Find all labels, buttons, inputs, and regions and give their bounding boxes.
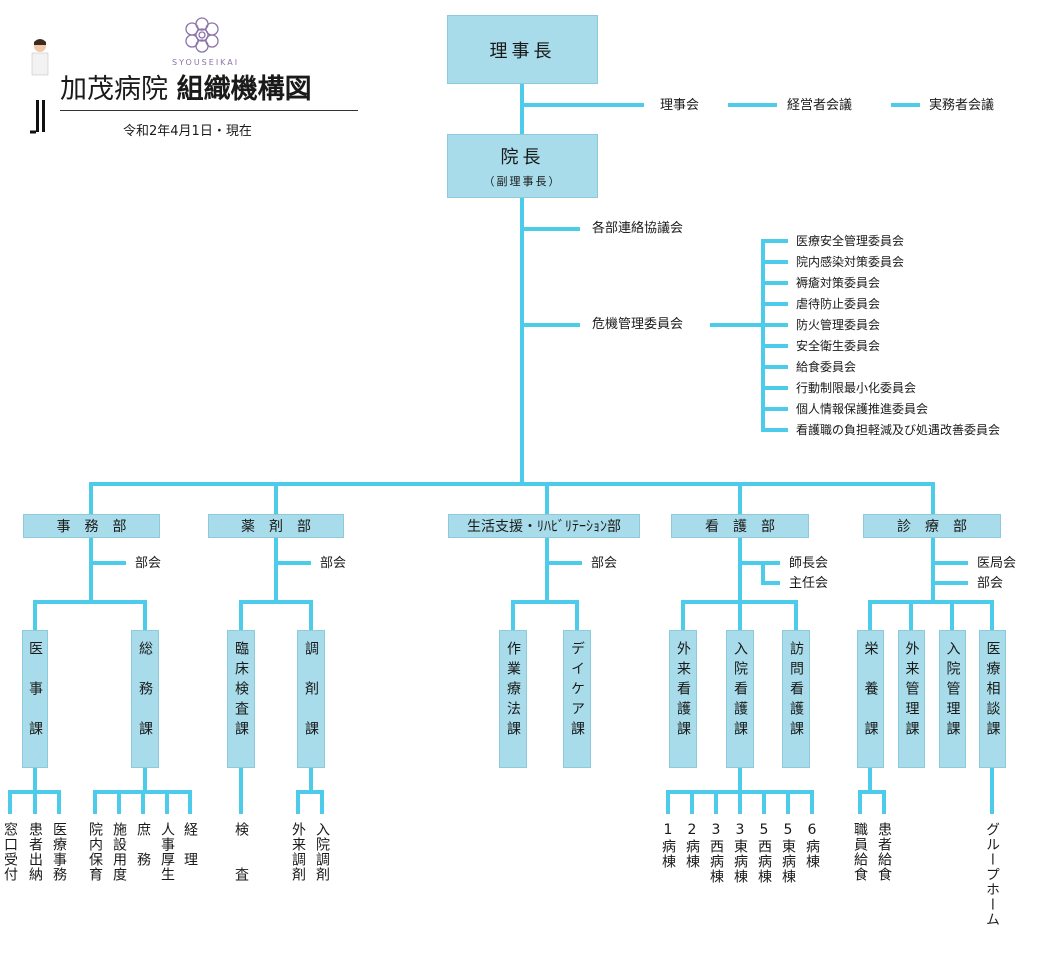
section-daycare-label: デイケア課	[569, 641, 585, 741]
dept-admin: 事 務 部	[23, 514, 160, 538]
leaf-kanja-suino: 患者出納	[27, 822, 43, 882]
title-hospital: 加茂病院	[60, 74, 177, 105]
section-daycare: デイケア課	[563, 630, 591, 768]
section-soudan-label: 医療相談課	[984, 641, 1001, 741]
section-soudan: 医療相談課	[979, 630, 1006, 768]
dept-nursing-label: 看 護 部	[705, 519, 775, 535]
leaf-shomu: 庶 務	[135, 822, 151, 867]
section-iji: 医事課	[22, 630, 48, 768]
chairman-box: 理事長	[447, 15, 598, 84]
section-nyuin-kanri-label: 入院管理課	[944, 641, 961, 741]
rehab-bukai-label: 部会	[591, 556, 618, 571]
leaf-ward: 5東病棟	[780, 822, 796, 884]
committee-item: 安全衛生委員会	[796, 339, 881, 353]
title-underline	[60, 110, 358, 111]
leaf-innai-hoiku: 院内保育	[87, 822, 103, 882]
chairman-label: 理事長	[489, 40, 556, 62]
leaf-shisetsu: 施設用度	[111, 822, 127, 882]
section-gairai-kango: 外来看護課	[669, 630, 697, 768]
section-chozai-label: 調剤課	[303, 641, 319, 761]
committee-item: 個人情報保護推進委員会	[796, 402, 929, 416]
pharmacy-bukai-label: 部会	[320, 556, 347, 571]
nursing-chief-label: 主任会	[789, 576, 829, 591]
section-sagyo-label: 作業療法課	[505, 641, 521, 741]
section-chozai: 調剤課	[297, 630, 325, 768]
clinical-ikyoku-label: 医局会	[977, 556, 1017, 571]
leaf-ward: 6病棟	[804, 822, 820, 869]
section-nyuin-kango: 入院看護課	[726, 630, 754, 768]
liaison-council-label: 各部連絡協議会	[592, 221, 684, 236]
dept-clinical: 診 療 部	[863, 514, 1001, 538]
director-box: 院長 （副理事長）	[447, 134, 598, 198]
page-title: 加茂病院 組織機構図	[60, 76, 312, 103]
committee-item: 看護職の負担軽減及び処遇改善委員会	[796, 423, 1001, 437]
dept-rehab-label: 生活支援・ﾘﾊﾋﾞﾘﾃｰｼｮﾝ部	[467, 519, 621, 535]
section-nyuin-kanri: 入院管理課	[939, 630, 966, 768]
leaf-nyuin-chozai: 入院調剤	[314, 822, 330, 882]
leaf-shokuin-kyushoku: 職員給食	[852, 822, 868, 882]
leaf-ward: 1病棟	[660, 822, 676, 869]
dept-nursing: 看 護 部	[671, 514, 809, 538]
section-somu-label: 総務課	[137, 641, 153, 761]
leaf-ward: 5西病棟	[756, 822, 772, 884]
section-gairai-kanri-label: 外来管理課	[903, 641, 920, 741]
admin-bukai-label: 部会	[135, 556, 162, 571]
clinical-bukai-label: 部会	[977, 576, 1004, 591]
committee-item: 虐待防止委員会	[796, 297, 881, 311]
doctor-figure-icon	[30, 39, 49, 134]
leaf-keiri: 経 理	[182, 822, 198, 867]
committee-item: 院内感染対策委員会	[796, 255, 905, 269]
section-homon-kango: 訪問看護課	[782, 630, 810, 768]
leaf-madoguchi: 窓口受付	[2, 822, 18, 882]
section-gairai-kango-label: 外来看護課	[675, 641, 691, 741]
title-chart: 組織機構図	[176, 74, 312, 105]
section-eiyo-label: 栄養課	[862, 641, 879, 761]
dept-admin-label: 事 務 部	[56, 519, 127, 535]
as-of-date: 令和2年4月1日・現在	[123, 124, 252, 139]
leaf-ward: 2病棟	[684, 822, 700, 869]
dept-rehab: 生活支援・ﾘﾊﾋﾞﾘﾃｰｼｮﾝ部	[448, 514, 640, 538]
leaf-jinji: 人事厚生	[159, 822, 175, 882]
crisis-committee-label: 危機管理委員会	[592, 317, 684, 332]
director-sublabel: （副理事長）	[483, 175, 562, 188]
practitioners-meeting-label: 実務者会議	[929, 98, 995, 113]
dept-clinical-label: 診 療 部	[897, 519, 967, 535]
committee-item: 行動制限最小化委員会	[796, 381, 917, 395]
leaf-ward: 3西病棟	[708, 822, 724, 884]
leaf-kensa: 検 査	[233, 822, 249, 882]
flower-emblem-icon	[185, 17, 219, 53]
dept-pharmacy-label: 薬 剤 部	[241, 519, 311, 535]
committee-item: 防火管理委員会	[796, 318, 881, 332]
committee-item: 給食委員会	[796, 360, 857, 374]
managers-meeting-label: 経営者会議	[787, 98, 853, 113]
committee-item: 医療安全管理委員会	[796, 234, 905, 248]
board-label: 理事会	[660, 98, 700, 113]
section-iji-label: 医事課	[27, 641, 43, 761]
dept-pharmacy: 薬 剤 部	[208, 514, 344, 538]
section-gairai-kanri: 外来管理課	[898, 630, 925, 768]
section-rinsho: 臨床検査課	[227, 630, 255, 768]
section-eiyo: 栄養課	[857, 630, 884, 768]
leaf-kanja-kyushoku: 患者給食	[876, 822, 892, 882]
leaf-ward: 3東病棟	[732, 822, 748, 884]
committee-item: 褥瘡対策委員会	[796, 276, 881, 290]
leaf-iryo-jimu: 医療事務	[51, 822, 67, 882]
section-homon-kango-label: 訪問看護課	[788, 641, 804, 741]
leaf-gairai-chozai: 外来調剤	[290, 822, 306, 882]
section-sagyo: 作業療法課	[499, 630, 527, 768]
director-label: 院長	[500, 147, 545, 168]
section-nyuin-kango-label: 入院看護課	[732, 641, 748, 741]
section-rinsho-label: 臨床検査課	[233, 641, 249, 741]
nursing-head-label: 師長会	[789, 556, 829, 571]
section-somu: 総務課	[131, 630, 159, 768]
brand-name: SYOUSEIKAI	[172, 58, 240, 67]
leaf-grouphome: グループホーム	[984, 822, 1000, 927]
